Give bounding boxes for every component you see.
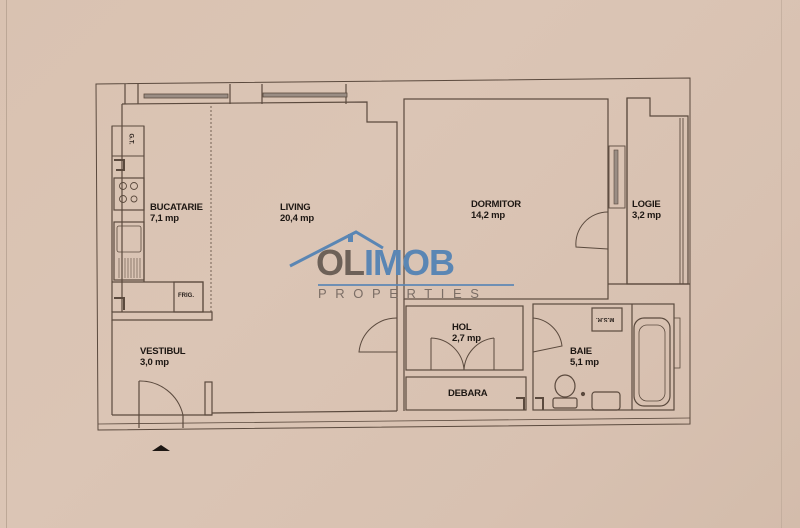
fridge-label: FRIG. [178,293,194,299]
stove [113,177,145,211]
room-baie: BAIE 5,1 mp [570,346,599,368]
kitchen-living-walls [121,101,398,300]
boiler-label: G.T. [127,133,134,145]
room-area: 3,0 mp [140,357,169,368]
room-name: VESTIBUL [140,346,186,357]
paper-edge-left [6,0,7,528]
room-name: BAIE [570,346,592,357]
watermark-brand-ol: OL [316,242,365,283]
watermark-tagline: PROPERTIES [318,286,488,301]
room-living: LIVING 20,4 mp [280,202,314,224]
hol-double-door [430,337,495,371]
kitchen-sink [113,221,145,281]
room-area: 2,7 mp [452,333,481,344]
room-area: 7,1 mp [150,213,179,224]
entrance-door-swing [138,380,184,416]
room-name: BUCATARIE [150,202,203,213]
room-debara: DEBARA [448,388,488,399]
radiator-dormitor [608,145,626,209]
room-name: DORMITOR [471,199,521,210]
living-door-swing [358,317,398,353]
watermark-brand-imob: IMOB [364,242,455,283]
outer-wall [95,77,691,431]
room-hol: HOL 2,7 mp [452,322,481,344]
entrance-arrow-icon [152,445,170,451]
house-roof-icon [289,230,384,268]
room-name: LIVING [280,202,311,213]
bathtub [633,317,671,407]
vestibul-wall-stub [204,381,213,416]
paper-edge-right [781,0,782,528]
dormitor-door-swing [575,211,609,250]
room-area: 14,2 mp [471,210,505,221]
olimob-watermark: OLIMOB PROPERTIES [288,228,528,308]
debara-walls [405,376,527,411]
room-name: DEBARA [448,388,488,399]
room-logie: LOGIE 3,2 mp [632,199,661,221]
room-area: 3,2 mp [632,210,661,221]
room-bucatarie: BUCATARIE 7,1 mp [150,202,203,224]
radiator-baie [673,317,681,369]
watermark-underline [318,284,514,286]
room-vestibul: VESTIBUL 3,0 mp [140,346,186,368]
window-kitchen [143,93,229,99]
room-area: 20,4 mp [280,213,314,224]
watermark-brand: OLIMOB [316,242,455,283]
window-living [262,92,348,98]
baie-door-swing [532,317,563,353]
toilet [554,374,576,398]
logie-walls [626,97,689,285]
room-name: LOGIE [632,199,661,210]
dormitor-walls [403,98,609,300]
washbasin [591,391,621,411]
washer [591,307,623,332]
room-name: HOL [452,322,472,333]
room-area: 5,1 mp [570,357,599,368]
room-dormitor: DORMITOR 14,2 mp [471,199,521,221]
washer-label: M.S.R. [596,316,615,322]
